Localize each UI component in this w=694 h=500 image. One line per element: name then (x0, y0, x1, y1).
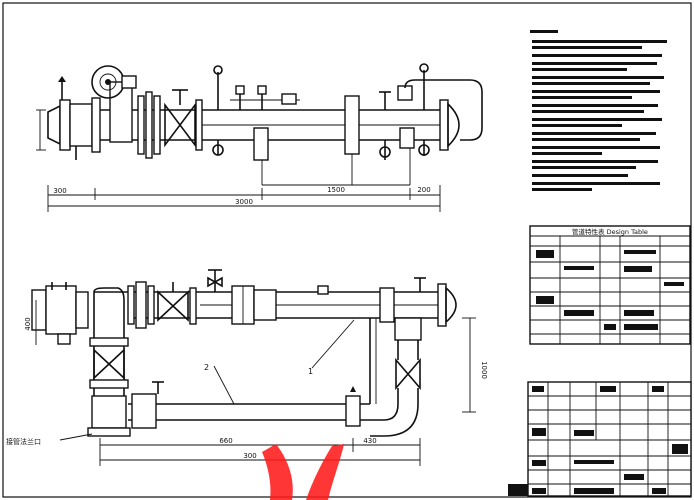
red-watermark (262, 444, 344, 500)
top-dim-seg3: 200 (417, 186, 430, 194)
front-dim-bottom-right: 430 (363, 437, 376, 445)
design-table-header: 管道特性表 Design Table (572, 227, 648, 236)
front-dim-height: 1000 (480, 361, 488, 379)
callout-2: 2 (204, 363, 209, 372)
top-dim-seg2: 300 (53, 187, 66, 195)
design-table (529, 225, 691, 345)
front-view-drawing (31, 269, 476, 466)
top-view-drawing (36, 63, 483, 212)
top-dim-seg1: 1500 (327, 186, 345, 194)
notes-block (530, 30, 667, 191)
nozzle-label: 接管法兰口 (6, 437, 41, 446)
top-dim-total: 3000 (235, 198, 253, 206)
title-block (508, 381, 692, 497)
front-dim-lower-total: 300 (243, 452, 256, 460)
callout-1: 1 (308, 367, 313, 376)
front-dim-left-vertical: 400 (24, 317, 32, 330)
front-dim-bottom-left: 660 (219, 437, 232, 445)
